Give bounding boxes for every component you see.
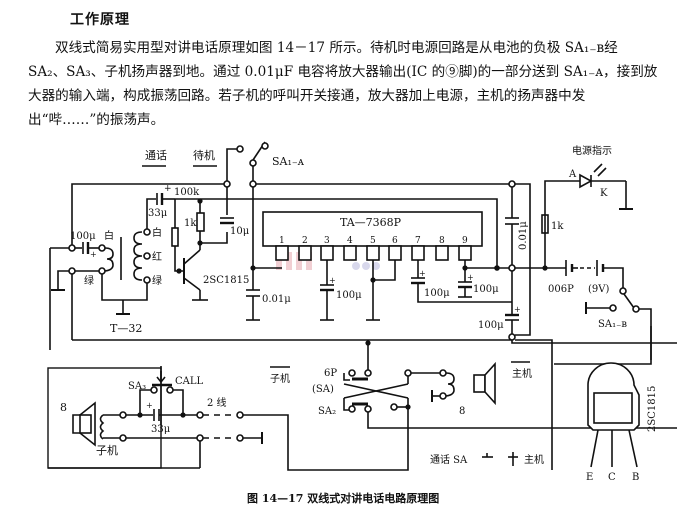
ic-pin-number: 7	[415, 236, 421, 246]
sub-speaker-ohm-label: 8	[60, 401, 67, 414]
transistor-package	[587, 362, 640, 468]
transformer-label: T—32	[110, 322, 142, 335]
ic-pin-number: 6	[392, 236, 398, 246]
cap-100u-in-label: 100μ	[70, 231, 96, 242]
main-unit-label: 主机	[512, 367, 532, 380]
sa3-label: SA₃	[128, 381, 146, 392]
cap-100u-pin9-label: 100μ	[473, 284, 499, 295]
pin-c-label: C	[608, 472, 616, 483]
cap-100u-pin3-label: 100μ	[336, 290, 362, 301]
led-a-label: A	[568, 169, 577, 180]
main-speaker-ohm-label: 8	[459, 406, 465, 417]
sa1b-label: SA₁₋ʙ	[598, 319, 627, 330]
svg-text:+: +	[419, 269, 426, 278]
switch-6p-sa2	[343, 369, 677, 429]
res-100k-label: 100k	[174, 187, 200, 198]
green2-label: 绿	[152, 274, 162, 287]
svg-text:+: +	[146, 401, 153, 410]
package-name-label: 2SC1815	[647, 386, 658, 432]
transistor-2sc1815	[176, 243, 208, 301]
sub-speaker	[72, 401, 96, 447]
two-wire-label: 2 线	[207, 396, 227, 409]
white1-label: 白	[104, 229, 114, 242]
ic-pin	[366, 245, 380, 261]
section-heading: 工作原理	[70, 12, 130, 28]
white2-label: 白	[152, 226, 162, 239]
call-label: CALL	[175, 376, 204, 387]
ic-pin	[388, 245, 402, 261]
legend-talk-label: 通话 SA	[430, 454, 468, 466]
cap-001-left-label: 0.01μ	[262, 294, 291, 305]
ic-pin-number: 1	[279, 236, 285, 246]
cap-33u-bottom-label: 33μ	[151, 424, 171, 435]
svg-text:+: +	[90, 250, 97, 259]
supply-rail	[175, 198, 498, 268]
svg-text:+: +	[164, 184, 172, 194]
sa1a-label: SA₁₋ᴀ	[272, 155, 305, 168]
green1-label: 绿	[84, 274, 94, 287]
battery-label: 006P	[548, 284, 574, 295]
cap-33u-top-label: 33μ	[148, 208, 168, 219]
resistor-100k	[171, 227, 179, 247]
transformer-t32	[101, 217, 151, 315]
ic-pin	[458, 245, 472, 261]
standby-label: 待机	[193, 148, 215, 162]
sw-sa-label: (SA)	[312, 384, 334, 395]
power-indicator-label: 电源指示	[572, 144, 612, 157]
ic-pin-number: 8	[439, 236, 445, 246]
res-1k-a-label: 1k	[184, 218, 197, 229]
switch-sa1a	[226, 141, 269, 182]
svg-text:+: +	[467, 273, 474, 282]
description-paragraph: 双线式简易实用型对讲电话原理如图 14－17 所示。待机时电源回路是从电池的负极…	[28, 36, 658, 132]
main-speaker	[473, 361, 496, 406]
ic-label: TA—7368P	[340, 216, 402, 229]
ic-pin-number: 4	[347, 236, 353, 246]
red-label: 红	[152, 250, 162, 263]
watermark	[276, 252, 380, 270]
ic-pin	[298, 245, 312, 261]
sub-unit-arrow-label: 子机	[270, 372, 290, 385]
res-1k-b-label: 1k	[551, 221, 564, 232]
ic-pin	[435, 245, 449, 261]
resistor-1k-a	[196, 212, 205, 232]
led-icon	[579, 173, 593, 189]
resistor-1k-b	[541, 214, 549, 234]
cap-100u-out-label: 100μ	[478, 320, 504, 331]
cap-001-right-label: 0.01μ	[518, 221, 529, 250]
svg-text:+: +	[329, 276, 336, 285]
figure-caption: 图 14—17 双线式对讲电话电路原理图	[247, 491, 439, 505]
led-k-label: K	[600, 188, 608, 199]
pin-b-label: B	[632, 472, 639, 483]
cap-10u-label: 10μ	[230, 226, 250, 237]
legend-main-label: 主机	[524, 453, 544, 466]
pin-e-label: E	[586, 472, 593, 483]
feedback-rail	[71, 183, 224, 248]
sub-unit-label: 子机	[96, 443, 118, 457]
ic-pin-number: 9	[462, 236, 468, 246]
ic-pin	[320, 245, 334, 261]
sa2-label: SA₂	[318, 406, 336, 417]
ic-pin-number: 3	[324, 236, 330, 246]
cap-100u-pin7-label: 100μ	[424, 288, 450, 299]
ic-pin-number: 5	[370, 236, 376, 246]
talk-label: 通话	[145, 149, 167, 162]
ic-pin	[411, 245, 425, 261]
ic-pin	[275, 245, 289, 261]
ic-pin-number: 2	[302, 236, 308, 246]
transistor-label: 2SC1815	[203, 275, 249, 286]
paragraph-text: 双线式简易实用型对讲电话原理如图 14－17 所示。待机时电源回路是从电池的负极…	[28, 40, 658, 128]
ic-pin	[343, 245, 357, 261]
svg-text:+: +	[514, 305, 521, 314]
ic-pins: 1 2 3 4 5 6 7 8 9	[275, 236, 472, 261]
battery-voltage-label: (9V)	[588, 284, 609, 295]
sw-6p-label: 6P	[324, 368, 337, 379]
